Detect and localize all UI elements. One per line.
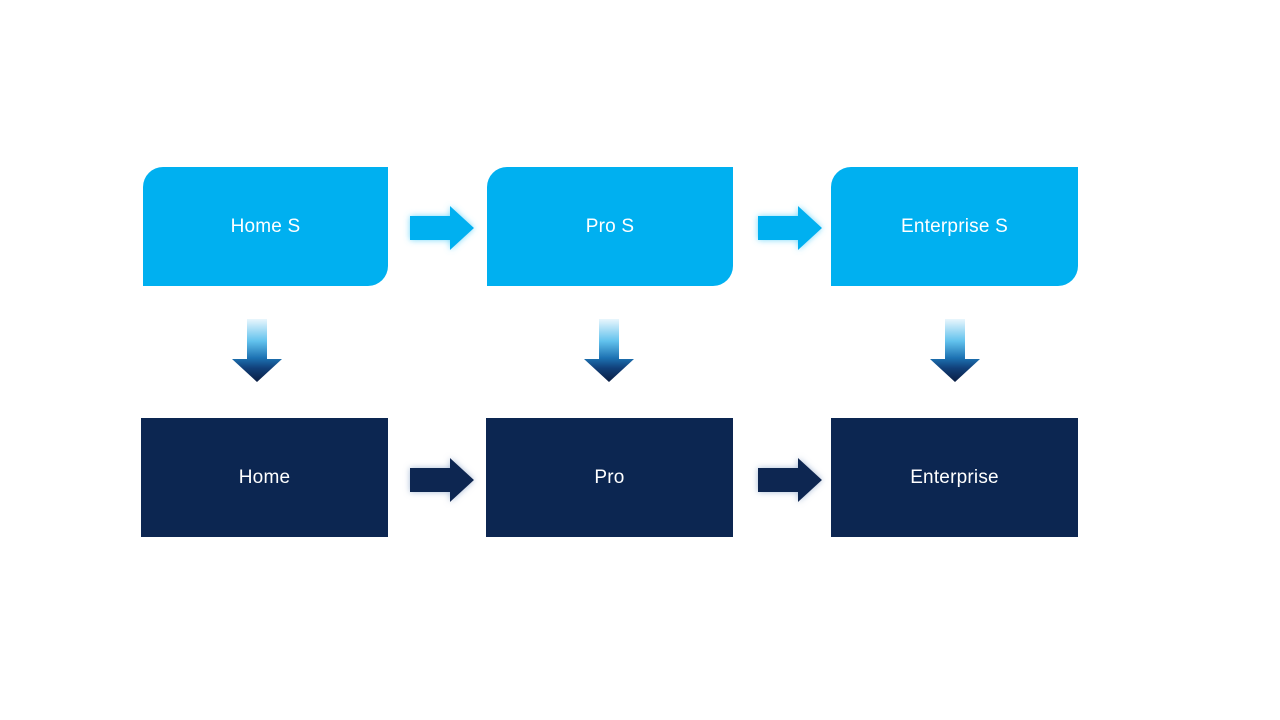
node-pro: Pro [486,418,733,537]
node-pro-s-label: Pro S [585,215,635,237]
node-home-label: Home [238,466,291,488]
node-enterprise: Enterprise [831,418,1078,537]
node-pro-s: Pro S [487,167,733,286]
right-arrow-icon [410,458,474,502]
down-arrow-icon [232,319,282,382]
node-enterprise-s: Enterprise S [831,167,1078,286]
node-enterprise-s-label: Enterprise S [901,215,1008,237]
node-home-s-label: Home S [230,215,301,237]
node-home: Home [141,418,388,537]
right-arrow-icon [758,458,822,502]
node-enterprise-label: Enterprise [910,466,999,488]
down-arrow-icon [930,319,980,382]
node-pro-label: Pro [594,466,625,488]
down-arrow-icon [584,319,634,382]
right-arrow-icon [758,206,822,250]
node-home-s: Home S [143,167,388,286]
right-arrow-icon [410,206,474,250]
